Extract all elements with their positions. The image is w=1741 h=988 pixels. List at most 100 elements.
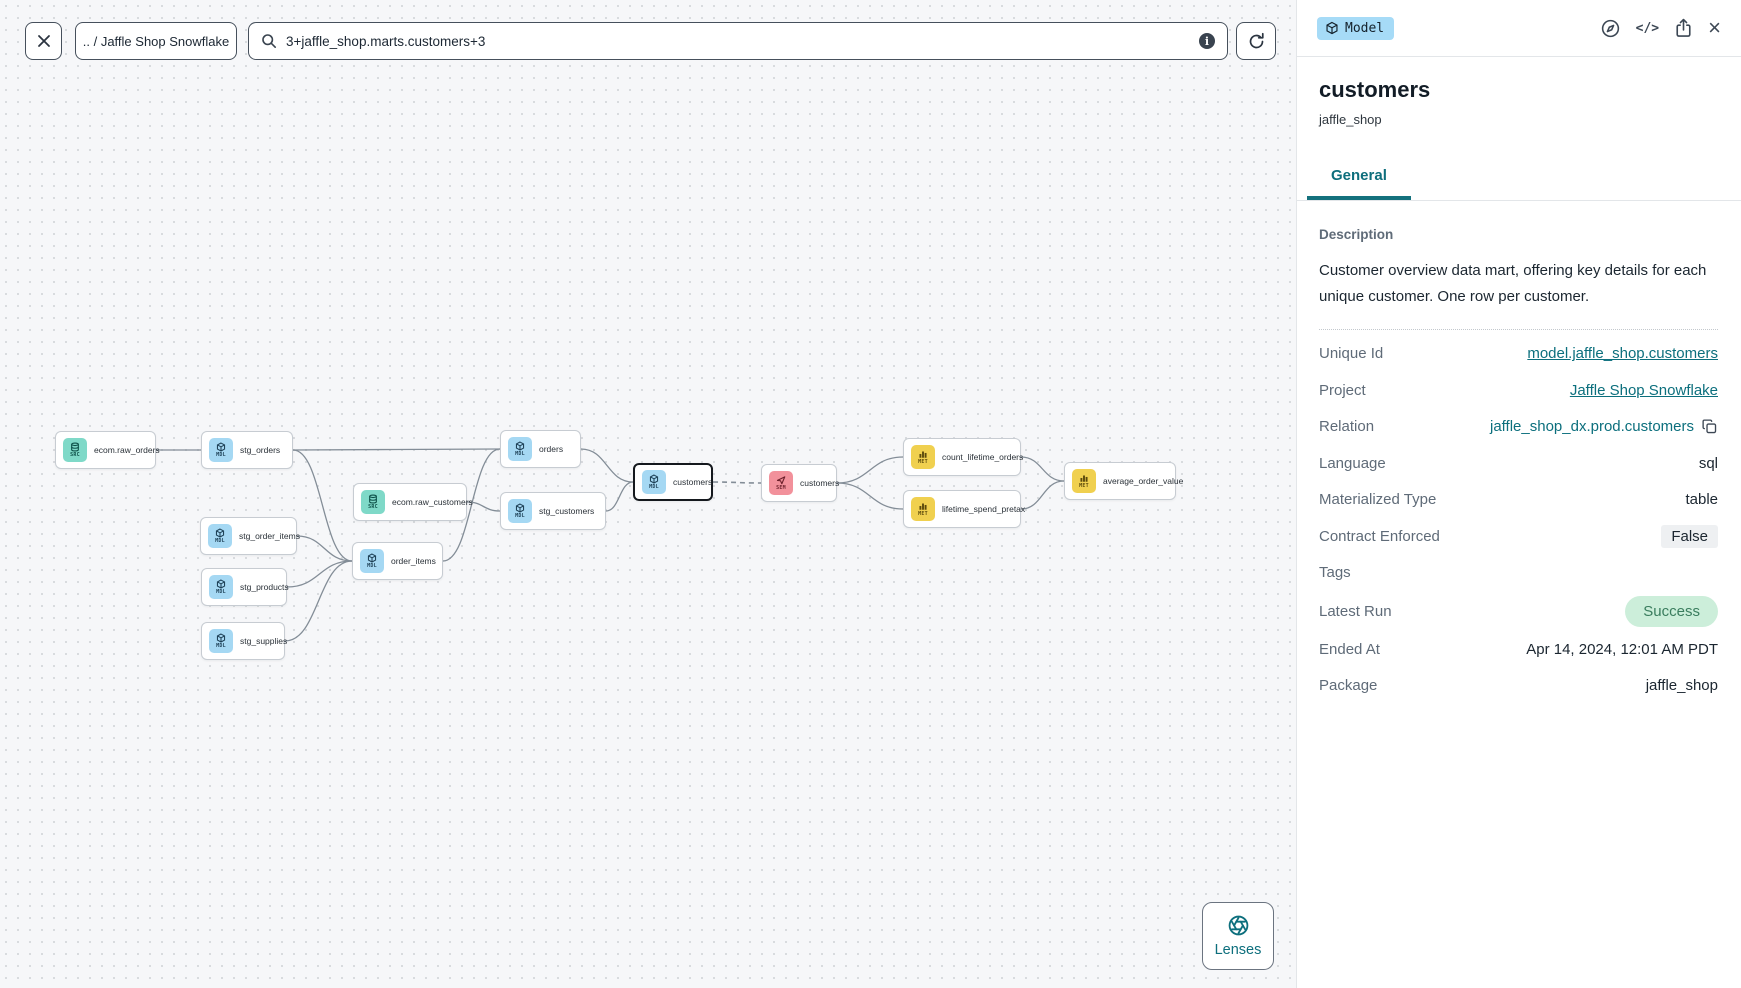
edge-stg_products-to-order_items xyxy=(286,560,353,588)
detail-row-relation: Relation jaffle_shop_dx.prod.customers xyxy=(1319,409,1718,446)
metric-icon: MET xyxy=(911,445,935,469)
edge-stg_order_items-to-order_items xyxy=(296,535,353,562)
node-label: lifetime_spend_pretax xyxy=(942,504,1026,514)
edge-stg_customers-to-customers xyxy=(605,481,634,512)
detail-row-latest-run: Latest Run Success xyxy=(1319,591,1718,631)
compass-icon xyxy=(1601,19,1619,37)
field-value: jaffle_shop_dx.prod.customers xyxy=(1489,418,1694,436)
edge-customers_sem-to-count_lifetime_orders xyxy=(836,456,904,484)
view-code-button[interactable]: </> xyxy=(1635,20,1660,36)
graph-node-raw_customers[interactable]: SRC ecom.raw_customers xyxy=(353,483,473,521)
node-kind-label: MDL xyxy=(649,484,659,490)
node-kind-label: SEM xyxy=(776,485,786,491)
field-label: Latest Run xyxy=(1319,602,1392,620)
metric-icon: MET xyxy=(911,497,935,521)
graph-node-average_order_value[interactable]: MET average_order_value xyxy=(1064,462,1183,500)
node-label: stg_customers xyxy=(539,506,595,516)
cube-icon xyxy=(1326,21,1338,35)
detail-row-contract-enforced: Contract Enforced False xyxy=(1319,518,1718,555)
lenses-button[interactable]: Lenses xyxy=(1202,902,1274,970)
cube-icon: MDL xyxy=(209,438,233,462)
field-value-link[interactable]: Jaffle Shop Snowflake xyxy=(1569,381,1718,399)
node-label: count_lifetime_orders xyxy=(942,452,1024,462)
refresh-icon xyxy=(1249,32,1264,48)
copy-icon[interactable] xyxy=(1701,418,1718,435)
cube-icon: MDL xyxy=(642,470,666,494)
field-value-link[interactable]: model.jaffle_shop.customers xyxy=(1527,345,1718,363)
field-label: Tags xyxy=(1319,564,1351,582)
node-kind-label: SRC xyxy=(70,452,80,458)
node-label: average_order_value xyxy=(1103,476,1184,486)
graph-node-stg_customers[interactable]: MDL stg_customers xyxy=(500,492,606,530)
node-label: stg_products xyxy=(240,582,289,592)
database-icon: SRC xyxy=(63,438,87,462)
graph-node-lifetime_spend_pretax[interactable]: MET lifetime_spend_pretax xyxy=(903,490,1025,528)
node-label: ecom.raw_customers xyxy=(392,497,473,507)
tab-general[interactable]: General xyxy=(1307,157,1411,200)
lenses-label: Lenses xyxy=(1214,942,1262,958)
refresh-button[interactable] xyxy=(1236,22,1276,60)
field-label: Language xyxy=(1319,454,1386,472)
node-label: stg_supplies xyxy=(240,636,288,646)
description-text: Customer overview data mart, offering ke… xyxy=(1319,262,1707,306)
contract-enforced-chip: False xyxy=(1661,524,1718,548)
search-input[interactable] xyxy=(286,33,1199,49)
graph-node-customers_sem[interactable]: SEM customers xyxy=(761,464,840,502)
node-label: customers xyxy=(800,478,840,488)
node-kind-label: MDL xyxy=(367,563,377,569)
edge-stg_orders-to-order_items xyxy=(292,449,353,562)
breadcrumb[interactable]: .. / Jaffle Shop Snowflake xyxy=(75,22,237,60)
close-panel-button[interactable]: × xyxy=(1708,15,1721,40)
model-type-badge: Model xyxy=(1317,16,1395,40)
node-kind-label: SRC xyxy=(368,504,378,510)
field-label: Materialized Type xyxy=(1319,491,1437,509)
cube-icon: MDL xyxy=(508,437,532,461)
node-kind-label: MDL xyxy=(515,513,525,519)
close-lineage-button[interactable] xyxy=(25,22,62,60)
field-label: Contract Enforced xyxy=(1319,527,1440,545)
database-icon: SRC xyxy=(361,490,385,514)
cube-icon: MDL xyxy=(508,499,532,523)
share-button[interactable] xyxy=(1674,18,1693,38)
edge-order_items-to-orders xyxy=(442,448,501,562)
node-kind-label: MDL xyxy=(216,452,226,458)
status-badge[interactable]: Success xyxy=(1625,595,1718,627)
divider xyxy=(1319,328,1718,330)
graph-node-stg_supplies[interactable]: MDL stg_supplies xyxy=(201,622,288,660)
node-kind-label: MET xyxy=(1079,483,1089,489)
search-icon xyxy=(262,34,276,48)
cube-icon: MDL xyxy=(208,524,232,548)
explore-button[interactable] xyxy=(1600,18,1621,39)
field-label: Ended At xyxy=(1319,640,1380,658)
detail-row-language: Language sql xyxy=(1319,445,1718,482)
info-icon[interactable]: i xyxy=(1199,33,1215,49)
lineage-toolbar: .. / Jaffle Shop Snowflake i xyxy=(0,0,1296,80)
package-subtitle: jaffle_shop xyxy=(1319,112,1382,127)
description-label: Description xyxy=(1319,227,1394,242)
lineage-search[interactable]: i xyxy=(248,22,1228,60)
cube-icon: MDL xyxy=(209,629,233,653)
field-value: sql xyxy=(1698,454,1718,472)
model-badge-label: Model xyxy=(1345,20,1385,36)
node-kind-label: MET xyxy=(918,511,928,517)
node-label: stg_order_items xyxy=(239,531,300,541)
graph-node-stg_order_items[interactable]: MDL stg_order_items xyxy=(200,517,300,555)
panel-body: Description Customer overview data mart,… xyxy=(1297,201,1741,704)
field-label: Relation xyxy=(1319,418,1375,436)
edge-stg_supplies-to-order_items xyxy=(284,560,353,642)
details-panel: Model </> × cu xyxy=(1296,0,1741,988)
graph-node-count_lifetime_orders[interactable]: MET count_lifetime_orders xyxy=(903,438,1024,476)
